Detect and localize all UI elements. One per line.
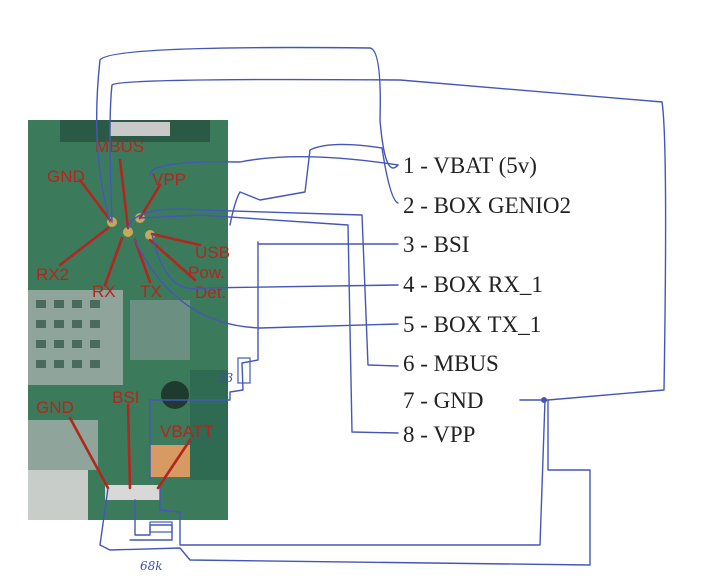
wire-gnd-loop bbox=[95, 46, 399, 223]
wire-rx bbox=[151, 233, 399, 290]
wire-bsi bbox=[149, 241, 259, 481]
wires bbox=[95, 46, 667, 566]
wire-mbus bbox=[127, 208, 399, 367]
pcb-label-mbus: MBUS bbox=[95, 137, 144, 156]
wire-genio2 bbox=[109, 78, 667, 401]
wire-vbat bbox=[159, 399, 546, 546]
pcb-label-gnd-bottom: GND bbox=[36, 398, 74, 417]
pcb-label-det: Det. bbox=[195, 283, 226, 302]
pin-label-7: 7 - GND bbox=[403, 388, 484, 413]
wire-tx bbox=[134, 239, 399, 329]
pcb-label-rx2: RX2 bbox=[36, 265, 69, 284]
pin-label-4: 4 - BOX RX_1 bbox=[403, 272, 543, 297]
wire-vbat-1 bbox=[149, 155, 399, 176]
pcb-label-usb: USB bbox=[195, 243, 230, 262]
pcb-label-pow: Pow. bbox=[188, 263, 225, 282]
resistor-68k-label: 68k bbox=[140, 559, 163, 573]
pin-label-1: 1 - VBAT (5v) bbox=[403, 153, 537, 178]
pcb-label-vpp: VPP bbox=[152, 170, 186, 189]
pcb-label-bsi: BSI bbox=[112, 388, 139, 407]
pcb-label-tx: TX bbox=[140, 282, 162, 301]
wire-vpp bbox=[139, 214, 399, 434]
pcb-pointer-lines bbox=[58, 158, 202, 490]
pin-label-6: 6 - MBUS bbox=[403, 351, 499, 376]
wire-gnd-bottom bbox=[99, 399, 591, 566]
resistor-small-label: 33 bbox=[218, 371, 234, 385]
pcb-label-gnd-top: GND bbox=[47, 167, 85, 186]
pin-label-5: 5 - BOX TX_1 bbox=[403, 312, 541, 337]
pin-label-3: 3 - BSI bbox=[403, 232, 469, 257]
pin-label-8: 8 - VPP bbox=[403, 422, 475, 447]
pin-label-2: 2 - BOX GENIO2 bbox=[403, 193, 571, 218]
pcb-label-rx: RX bbox=[92, 282, 116, 301]
pin-list: 1 - VBAT (5v) 2 - BOX GENIO2 3 - BSI 4 -… bbox=[403, 153, 571, 447]
wire-genio bbox=[229, 143, 399, 226]
pcb-label-vbatt: VBATT bbox=[160, 422, 214, 441]
